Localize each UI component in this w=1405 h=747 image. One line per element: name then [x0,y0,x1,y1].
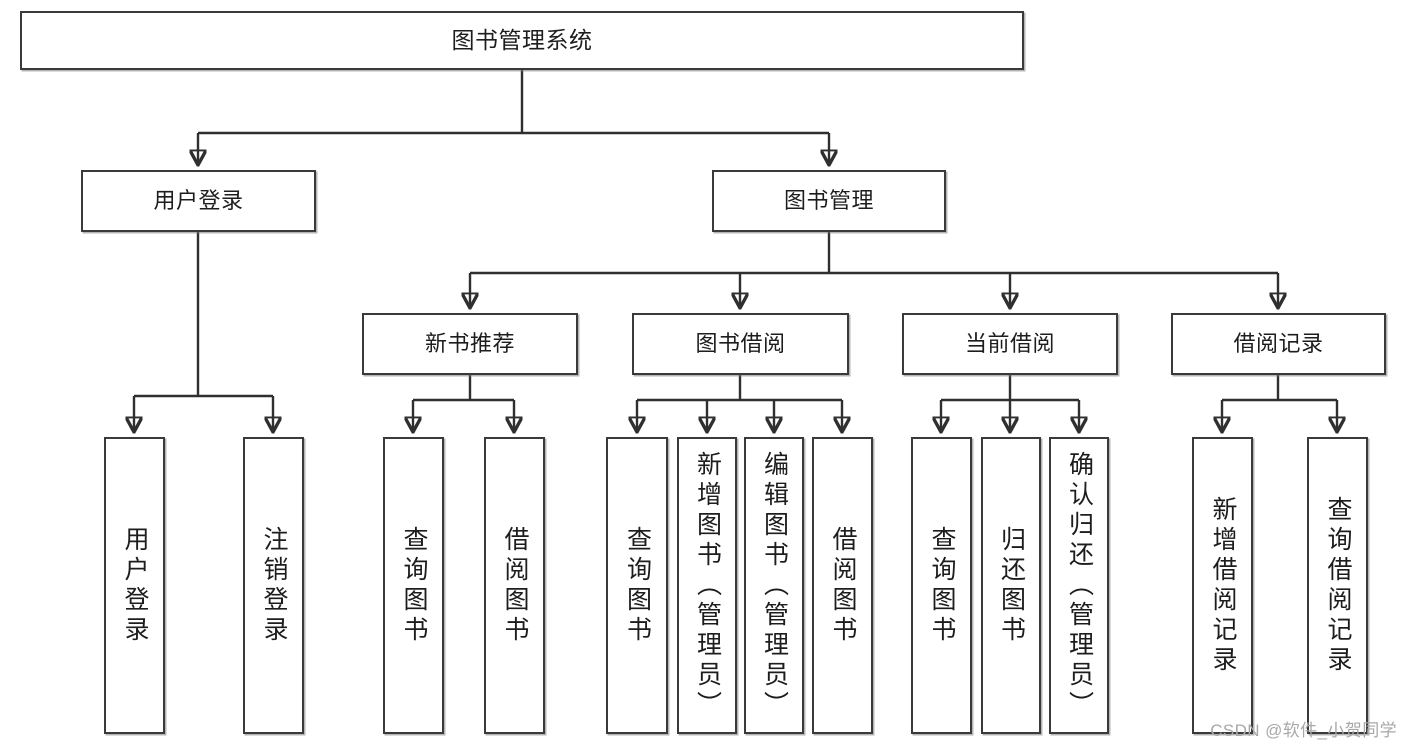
leaf-borrow-add-book-admin[interactable]: 新增图书（管理员） [677,437,737,734]
node-label: 新增借阅记录 [1209,495,1237,676]
leaf-current-query-book[interactable]: 查询图书 [911,437,972,734]
leaf-recommend-borrow-book[interactable]: 借阅图书 [484,437,545,734]
node-label: 注销登录 [260,525,288,646]
node-label: 归还图书 [997,525,1026,646]
node-label: 新增图书（管理员） [693,450,722,721]
node-label: 确认归还（管理员） [1065,450,1094,721]
node-label: 查询图书 [400,525,428,646]
node-label: 当前借阅 [964,331,1055,357]
node-label: 用户登录 [121,525,149,646]
leaf-user-login-signout[interactable]: 注销登录 [243,437,304,734]
node-borrow-record[interactable]: 借阅记录 [1171,313,1386,375]
node-label: 新书推荐 [424,331,515,357]
node-label: 查询借阅记录 [1324,495,1352,676]
node-label: 查询图书 [623,525,652,646]
node-book-management[interactable]: 图书管理 [712,170,946,232]
node-new-book-recommend[interactable]: 新书推荐 [362,313,578,375]
csdn-watermark: CSDN @软件_小贺同学 [1210,721,1397,740]
node-user-login[interactable]: 用户登录 [81,170,316,232]
leaf-borrow-borrow-book[interactable]: 借阅图书 [812,437,873,734]
leaf-user-login-signin[interactable]: 用户登录 [104,437,165,734]
leaf-recommend-query-book[interactable]: 查询图书 [383,437,444,734]
node-label: 借阅记录 [1233,331,1324,357]
node-label: 查询图书 [928,525,956,646]
leaf-record-query-record[interactable]: 查询借阅记录 [1307,437,1368,734]
node-label: 编辑图书（管理员） [760,450,789,721]
node-label: 图书管理 [783,188,874,214]
leaf-borrow-query-book[interactable]: 查询图书 [606,437,668,734]
node-root-system[interactable]: 图书管理系统 [20,11,1024,70]
node-label: 借阅图书 [829,525,857,646]
leaf-current-confirm-return-admin[interactable]: 确认归还（管理员） [1049,437,1109,734]
node-label: 图书管理系统 [451,26,593,53]
node-label: 用户登录 [153,188,244,214]
node-current-borrow[interactable]: 当前借阅 [902,313,1118,375]
leaf-record-add-record[interactable]: 新增借阅记录 [1192,437,1253,734]
leaf-current-return-book[interactable]: 归还图书 [981,437,1041,734]
node-label: 图书借阅 [695,331,786,357]
node-label: 借阅图书 [501,525,529,646]
node-book-borrow[interactable]: 图书借阅 [632,313,849,375]
leaf-borrow-edit-book-admin[interactable]: 编辑图书（管理员） [744,437,804,734]
